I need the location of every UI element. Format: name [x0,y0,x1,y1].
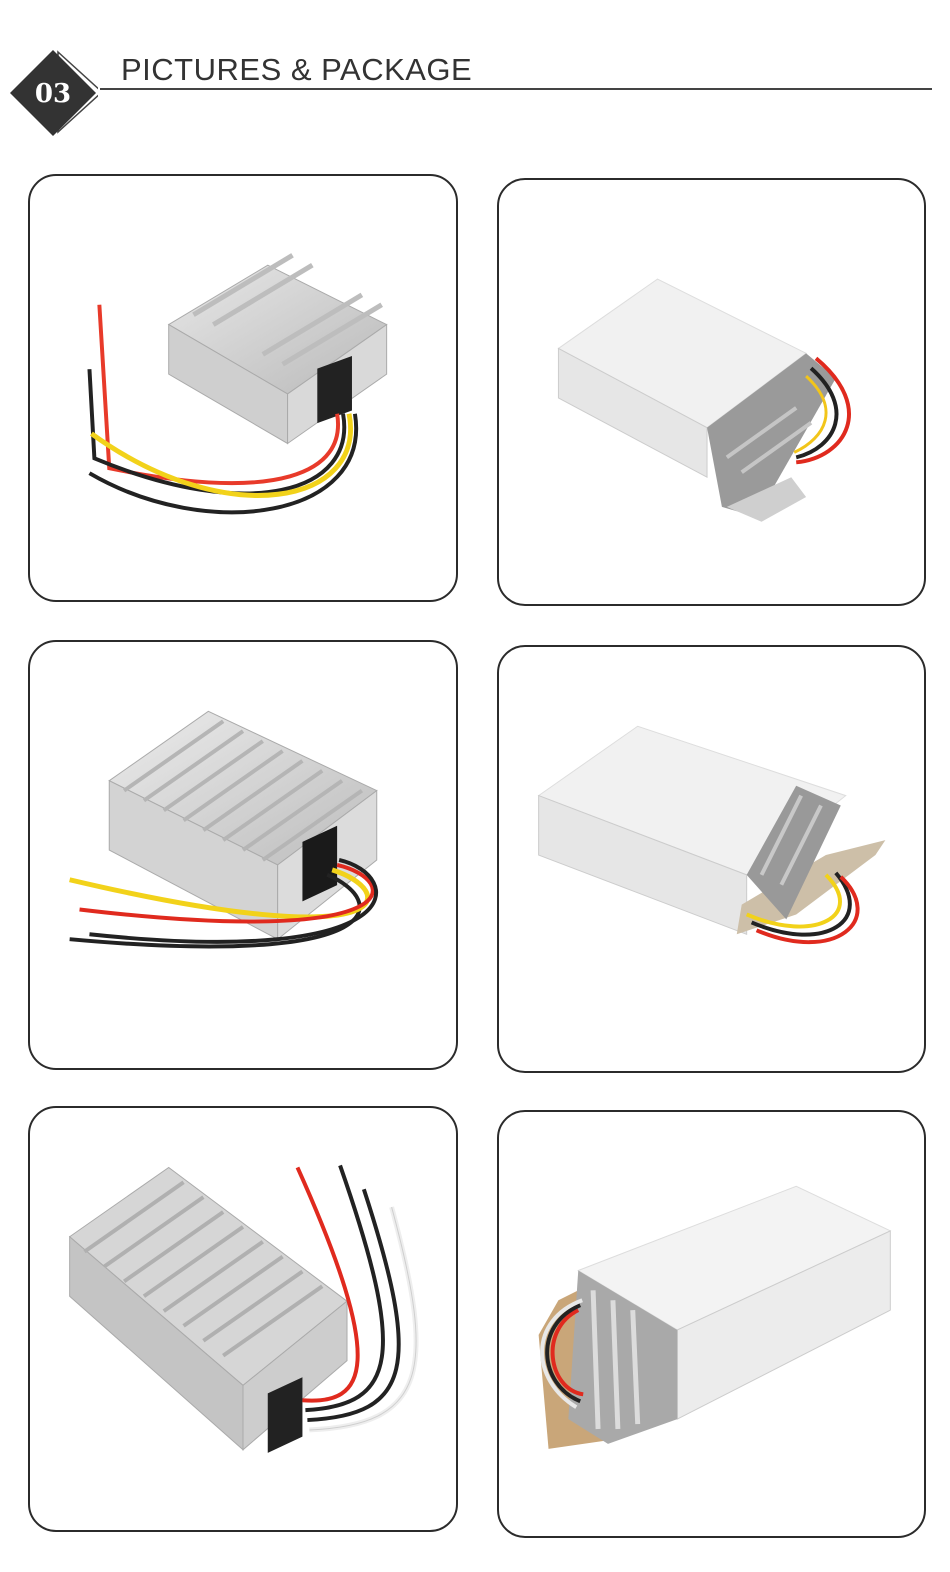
section-header: 03 PICTURES & PACKAGE [0,0,950,140]
packaged-converter-image [538,1185,892,1449]
header-divider [100,88,932,90]
product-photo-1 [28,174,458,602]
section-number-badge: 03 [10,50,98,136]
packaged-converter-image [557,278,851,522]
converter-module-image [68,1164,419,1453]
packaged-converter-image [537,725,886,945]
converter-module-image [87,253,388,515]
product-photo-5 [28,1106,458,1532]
product-photo-2 [497,178,926,606]
section-number: 03 [35,79,71,109]
converter-module-image [69,710,378,949]
product-photo-6 [497,1110,926,1538]
page-title: PICTURES & PACKAGE [121,52,473,87]
product-photo-3 [28,640,458,1070]
product-photo-4 [497,645,926,1073]
